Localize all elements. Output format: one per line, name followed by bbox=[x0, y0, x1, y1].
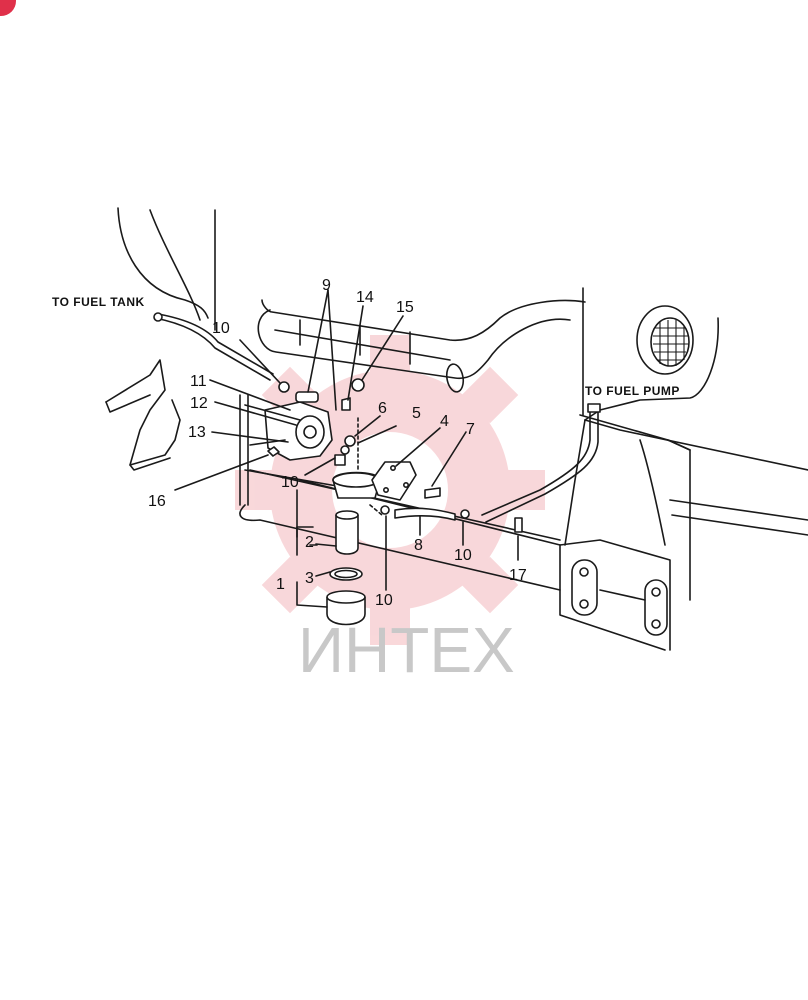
callout-5: 5 bbox=[412, 405, 421, 422]
engine-block-outline bbox=[117, 207, 216, 331]
exhaust-manifold bbox=[257, 299, 586, 393]
callout-9: 9 bbox=[322, 277, 331, 294]
callout-1: 1 bbox=[276, 576, 285, 593]
fuel-line-to-pump bbox=[481, 403, 601, 523]
annotation-to-fuel-tank: TO FUEL TANK bbox=[52, 295, 145, 309]
vehicle-frame bbox=[559, 287, 808, 651]
callout-2: 2 bbox=[305, 534, 314, 551]
callout-15: 15 bbox=[396, 299, 414, 316]
callout-10-right: 10 bbox=[454, 547, 472, 564]
callout-10-mid: 10 bbox=[281, 474, 299, 491]
callout-13: 13 bbox=[188, 424, 206, 441]
callout-6: 6 bbox=[378, 400, 387, 417]
callout-4: 4 bbox=[440, 413, 449, 430]
callout-17: 17 bbox=[509, 567, 527, 584]
callout-10-top: 10 bbox=[212, 320, 230, 337]
bracket-and-fittings bbox=[267, 378, 523, 533]
fuel-line-to-tank bbox=[153, 312, 274, 381]
filter-bowl-parts bbox=[326, 471, 381, 626]
callout-10-bottom: 10 bbox=[375, 592, 393, 609]
control-pedal bbox=[105, 359, 181, 471]
headlight bbox=[636, 305, 694, 375]
callout-12: 12 bbox=[190, 395, 208, 412]
callout-3: 3 bbox=[305, 570, 314, 587]
leader-lines bbox=[174, 289, 519, 608]
callout-8: 8 bbox=[414, 537, 423, 554]
callout-11: 11 bbox=[190, 373, 207, 390]
callout-14: 14 bbox=[356, 289, 374, 306]
callout-7: 7 bbox=[466, 421, 475, 438]
watermark-text: ИНТЕХ bbox=[298, 614, 515, 686]
callout-16: 16 bbox=[148, 493, 166, 510]
annotation-to-fuel-pump: TO FUEL PUMP bbox=[585, 384, 680, 398]
